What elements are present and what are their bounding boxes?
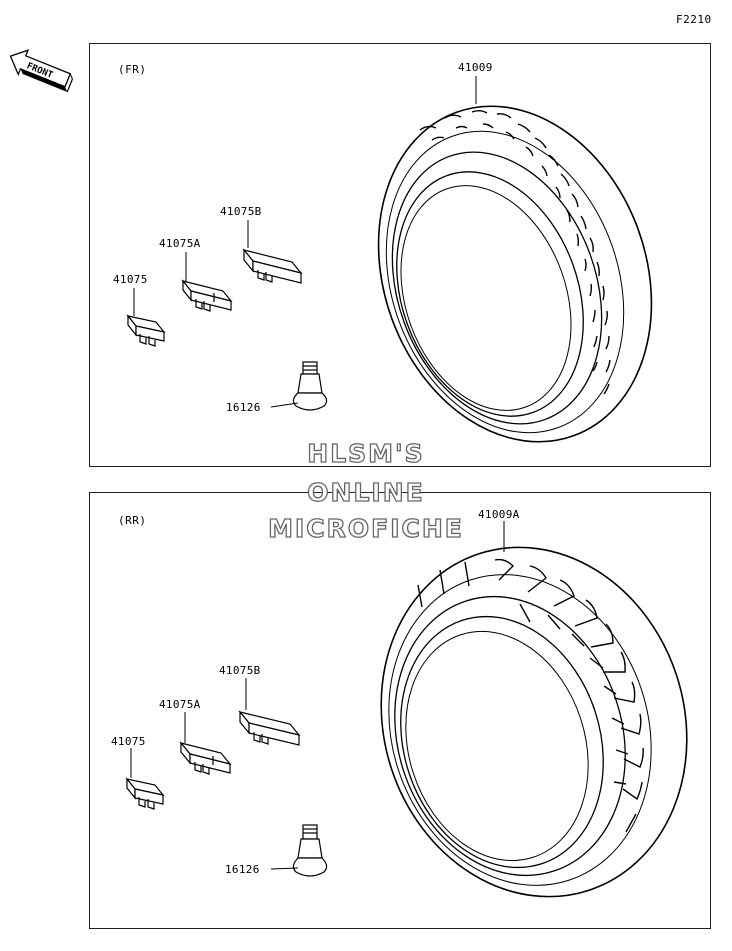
callout-rear-weight-a: 41075A [159, 698, 201, 711]
callout-rear-tire: 41009A [478, 508, 520, 521]
front-valve-stem [292, 361, 328, 411]
front-tire [377, 105, 653, 443]
watermark-line-1: HLSM'S [307, 438, 425, 468]
front-panel-label: (FR) [118, 63, 147, 76]
page-code: F2210 [676, 13, 712, 26]
callout-front-tire: 41009 [458, 61, 493, 74]
rear-panel-label: (RR) [118, 514, 147, 527]
rear-valve-stem [292, 824, 328, 877]
rear-balance-weights [125, 710, 301, 810]
callout-front-weight-a: 41075A [159, 237, 201, 250]
front-weight-41075A [181, 279, 233, 312]
callout-front-valve: 16126 [226, 401, 261, 414]
rear-weight-41075B [238, 710, 301, 746]
callout-front-weight-b: 41075B [220, 205, 262, 218]
front-weight-41075B [242, 248, 303, 284]
rear-weight-41075 [125, 777, 165, 810]
watermark-line-2: ONLINE [307, 477, 425, 507]
front-balance-weights [126, 248, 303, 347]
rear-tire [380, 546, 688, 898]
callout-rear-weight: 41075 [111, 735, 146, 748]
rear-weight-41075A [179, 741, 232, 775]
watermark-line-3: MICROFICHE [267, 513, 464, 543]
callout-front-weight: 41075 [113, 273, 148, 286]
rear-tire-panel [89, 492, 711, 929]
front-weight-41075 [126, 314, 166, 347]
callout-rear-weight-b: 41075B [219, 664, 261, 677]
front-tire-panel [89, 43, 711, 467]
leader-lines [130, 76, 505, 870]
callout-rear-valve: 16126 [225, 863, 260, 876]
